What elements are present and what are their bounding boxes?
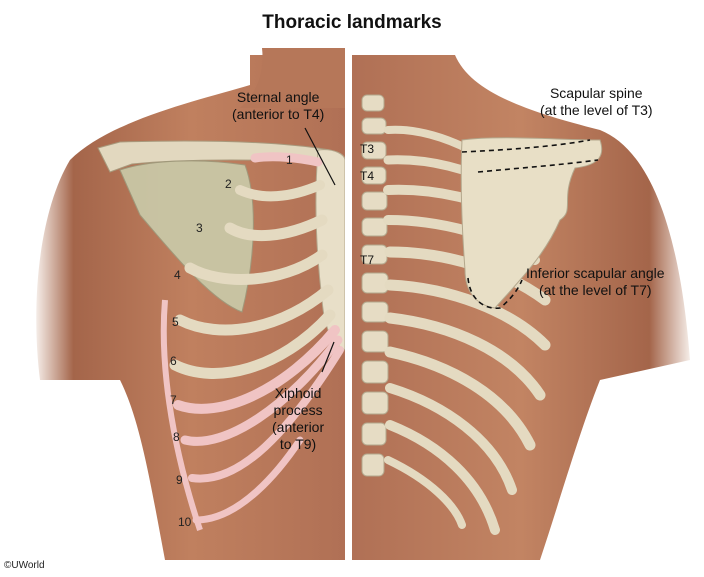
- xiphoid-leader: [321, 341, 335, 373]
- scapular-spine-line1: Scapular spine: [549, 85, 643, 101]
- inferior-angle-line1: Inferior scapular angle: [526, 265, 665, 281]
- rib-number-5: 5: [172, 315, 179, 329]
- vertebra-label-t4: T4: [360, 169, 375, 183]
- rib-number-7: 7: [170, 393, 177, 407]
- sternal-angle-label: Sternal angle (anterior to T4): [232, 89, 324, 123]
- xiphoid-line1: Xiphoid: [274, 385, 322, 401]
- inferior-angle-label: Inferior scapular angle (at the level of…: [526, 265, 665, 299]
- front-torso: [36, 48, 346, 560]
- panel-divider: [345, 48, 352, 560]
- rib-number-4: 4: [174, 268, 181, 282]
- xiphoid-line2: process: [273, 402, 323, 418]
- xiphoid-line4: to T9): [279, 436, 317, 452]
- diagram-title: Thoracic landmarks: [262, 12, 442, 33]
- xiphoid-label: Xiphoid process (anterior to T9): [272, 385, 324, 453]
- rib-number-3: 3: [196, 221, 203, 235]
- xiphoid-line3: (anterior: [272, 419, 325, 435]
- vertebra-label-t7: T7: [360, 253, 375, 267]
- copyright-notice: ©UWorld: [4, 560, 45, 571]
- rib-number-6: 6: [170, 354, 177, 368]
- rib-number-10: 10: [178, 515, 192, 529]
- sternal-angle-leader: [304, 127, 336, 186]
- sternal-angle-line2: (anterior to T4): [232, 106, 325, 122]
- rib-number-9: 9: [176, 473, 183, 487]
- scapular-spine-line2: (at the level of T3): [540, 102, 653, 118]
- back-torso: [352, 55, 690, 560]
- vertebra-label-t3: T3: [360, 142, 375, 156]
- sternal-angle-line1: Sternal angle: [236, 89, 320, 105]
- rib-number-2: 2: [225, 177, 232, 191]
- scapular-spine-label: Scapular spine (at the level of T3): [540, 85, 653, 119]
- inferior-angle-line2: (at the level of T7): [538, 282, 652, 298]
- rib-number-8: 8: [173, 430, 180, 444]
- rib-number-1: 1: [286, 153, 293, 167]
